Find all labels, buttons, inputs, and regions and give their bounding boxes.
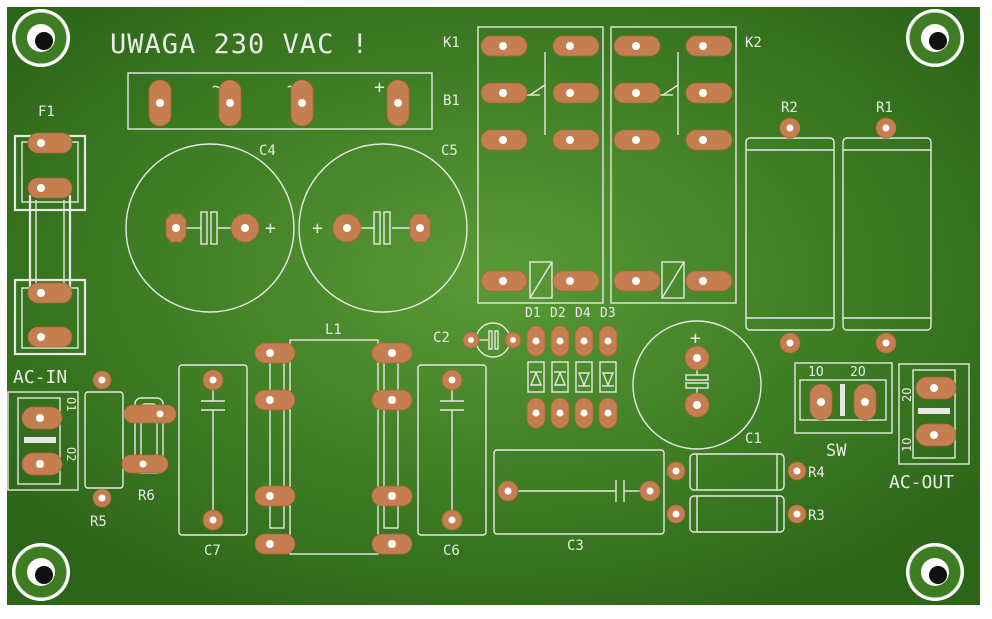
diode-d2 — [550, 325, 570, 429]
relay-k2: K2 — [610, 26, 762, 304]
b1-ac1-mark: ~ — [212, 77, 222, 96]
ac-out-pin1-mark: 1O — [900, 438, 914, 452]
capacitor-c5: C5 + — [298, 143, 468, 313]
c5-plus-mark: + — [312, 218, 323, 239]
label-l1: L1 — [325, 322, 342, 338]
label-r5: R5 — [90, 514, 107, 530]
b1-plus-mark: + — [374, 77, 385, 98]
ac-in-pin2-mark: O2 — [64, 447, 78, 461]
label-ac-out: AC-OUT — [889, 472, 954, 493]
label-c5: C5 — [441, 143, 458, 159]
label-b1: B1 — [443, 93, 460, 109]
resistor-r6: R6 — [121, 397, 177, 504]
inductor-l1: L1 — [254, 322, 413, 555]
label-r2: R2 — [781, 100, 798, 116]
capacitor-c3: C3 — [493, 449, 665, 554]
capacitor-c6: C6 — [417, 364, 487, 559]
fuse-f1: F1 — [13, 104, 87, 356]
bridge-rectifier-b1: B1 - ~ ~ + — [127, 72, 460, 130]
warning-text: UWAGA 230 VAC ! — [110, 29, 369, 60]
label-c1: C1 — [745, 431, 762, 447]
label-r6: R6 — [138, 488, 155, 504]
mounting-hole-top-right — [906, 9, 964, 67]
mounting-hole-top-left — [12, 9, 70, 67]
resistor-r3: R3 — [666, 495, 825, 533]
terminal-ac-in: AC-IN O1 O2 — [7, 367, 79, 491]
capacitor-c7: C7 — [178, 364, 248, 559]
label-r1: R1 — [876, 100, 893, 116]
sw-pin2-mark: 2O — [850, 365, 866, 380]
sw-pin1-mark: 1O — [808, 365, 824, 380]
label-c6: C6 — [443, 543, 460, 559]
resistor-r2: R2 — [745, 100, 835, 354]
label-d4: D4 — [575, 306, 591, 321]
label-k2: K2 — [745, 35, 762, 51]
capacitor-c2: C2 — [433, 322, 522, 358]
mounting-hole-bottom-right — [906, 543, 964, 601]
diode-d1 — [526, 325, 546, 429]
diodes-group: D1 D2 D4 D3 — [525, 306, 618, 429]
label-d1: D1 — [525, 306, 541, 321]
diode-d4 — [574, 325, 594, 429]
label-r4: R4 — [808, 465, 825, 481]
label-c7: C7 — [204, 543, 221, 559]
label-d2: D2 — [550, 306, 566, 321]
resistor-r5: R5 — [84, 370, 124, 530]
label-k1: K1 — [443, 35, 460, 51]
label-c2: C2 — [433, 330, 450, 346]
c1-plus-mark: + — [690, 328, 701, 349]
capacitor-c4: C4 + — [125, 143, 295, 313]
terminal-ac-out: 2O 1O AC-OUT — [889, 363, 970, 493]
label-sw: SW — [826, 441, 847, 461]
resistor-r1: R1 — [842, 100, 932, 354]
ac-out-pin2-mark: 2O — [900, 388, 914, 402]
label-f1: F1 — [38, 104, 55, 120]
c4-plus-mark: + — [265, 218, 276, 239]
mounting-hole-bottom-left — [12, 543, 70, 601]
label-c4: C4 — [259, 143, 276, 159]
relay-k1: K1 — [443, 26, 604, 304]
diode-d3 — [598, 325, 618, 429]
label-r3: R3 — [808, 508, 825, 524]
capacitor-c1: C1 + — [632, 320, 762, 450]
resistor-r4: R4 — [666, 453, 825, 491]
label-ac-in: AC-IN — [13, 367, 67, 388]
switch-sw: 1O 2O SW — [794, 362, 893, 461]
label-d3: D3 — [600, 306, 616, 321]
label-c3: C3 — [567, 538, 584, 554]
ac-in-pin1-mark: O1 — [64, 397, 78, 411]
